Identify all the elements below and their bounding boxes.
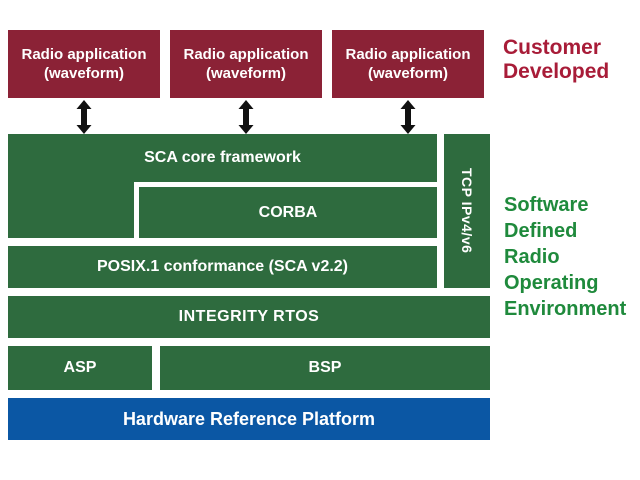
- radio-application-label-3: Radio application (waveform): [345, 46, 471, 82]
- corba-label: CORBA: [258, 203, 318, 221]
- asp-label: ASP: [63, 359, 97, 376]
- radio-application-box-2: Radio application (waveform): [170, 30, 322, 98]
- sdr-operating-environment-label: Software Defined Radio Operating Environ…: [504, 194, 627, 320]
- hardware-reference-platform-box: Hardware Reference Platform: [8, 398, 490, 440]
- posix-conformance-box: POSIX.1 conformance (SCA v2.2): [8, 246, 437, 288]
- hardware-reference-platform-label: Hardware Reference Platform: [122, 408, 376, 429]
- tcp-ip-box: TCP IPv4/v6: [444, 134, 490, 288]
- tcp-ip-label: TCP IPv4/v6: [459, 168, 475, 254]
- radio-application-box-1: Radio application (waveform): [8, 30, 160, 98]
- radio-application-label-1: Radio application (waveform): [21, 46, 147, 82]
- radio-application-label-2: Radio application (waveform): [183, 46, 309, 82]
- double-arrow-icon: [238, 100, 254, 134]
- asp-box: ASP: [8, 346, 152, 390]
- integrity-rtos-label: INTEGRITY RTOS: [178, 308, 320, 325]
- corba-box: CORBA: [134, 182, 437, 238]
- double-arrow-icon: [76, 100, 92, 134]
- bsp-label: BSP: [308, 359, 342, 376]
- sca-core-framework-box: SCA core framework CORBA: [8, 134, 437, 238]
- radio-application-box-3: Radio application (waveform): [332, 30, 484, 98]
- sca-core-framework-label: SCA core framework: [144, 149, 301, 166]
- bsp-box: BSP: [160, 346, 490, 390]
- integrity-rtos-box: INTEGRITY RTOS: [8, 296, 490, 338]
- posix-conformance-label: POSIX.1 conformance (SCA v2.2): [96, 258, 349, 275]
- double-arrow-icon: [400, 100, 416, 134]
- customer-developed-label: Customer Developed: [503, 36, 610, 83]
